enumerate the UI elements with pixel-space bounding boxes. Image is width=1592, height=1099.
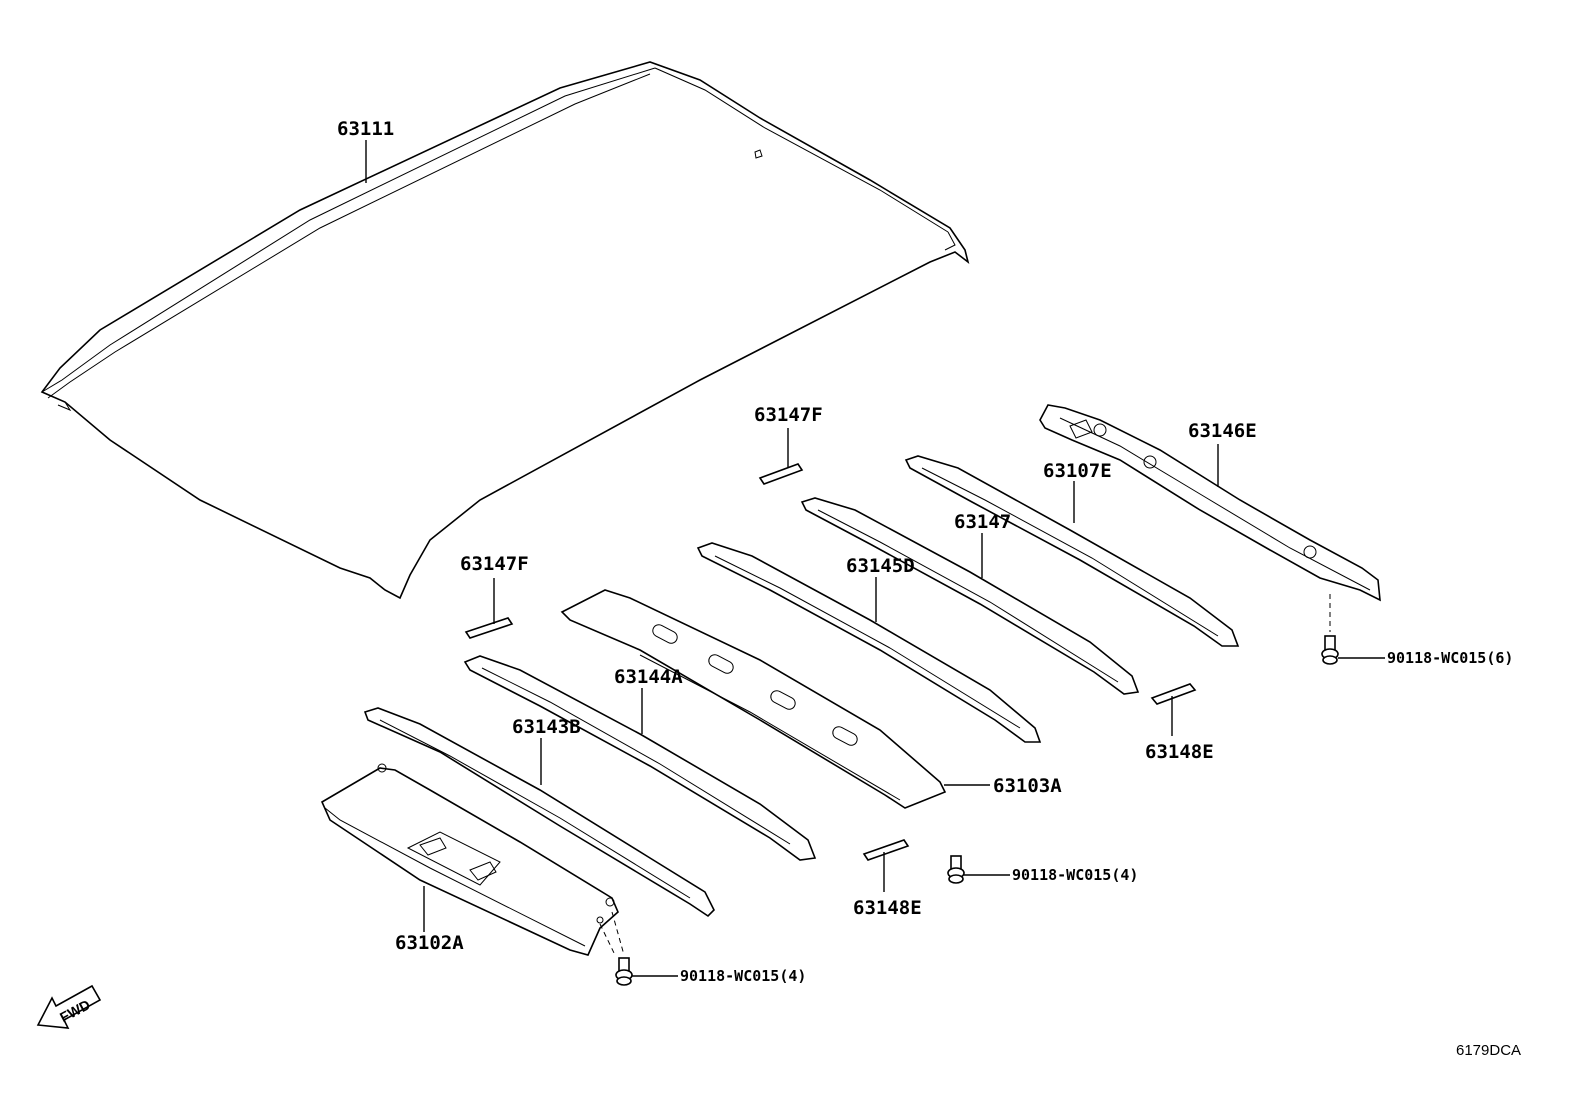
label-63147f-upper: 63147F [754, 404, 823, 426]
label-bolt-rear: 90118-WC015(6) [1387, 649, 1513, 667]
roof-bow-63144a[interactable] [463, 655, 817, 861]
label-63102a: 63102A [395, 932, 464, 954]
label-63103a: 63103A [993, 775, 1062, 797]
center-reinforcement[interactable] [560, 589, 947, 809]
bolt-front[interactable] [599, 911, 633, 986]
label-63144a: 63144A [614, 666, 683, 688]
bolt-center[interactable] [947, 855, 965, 884]
pad-63147f-upper[interactable] [758, 463, 804, 485]
roof-bow-63143b[interactable] [363, 707, 715, 918]
roof-panel[interactable] [40, 61, 970, 600]
rear-header[interactable] [1039, 404, 1381, 602]
label-63147f-lower: 63147F [460, 553, 529, 575]
label-63111: 63111 [337, 118, 394, 140]
label-63146e: 63146E [1188, 420, 1257, 442]
label-63143b: 63143B [512, 716, 581, 738]
front-header-panel[interactable] [320, 763, 619, 956]
spacer-63148e-center[interactable] [862, 839, 910, 861]
pad-63147f-lower[interactable] [464, 617, 514, 639]
roof-bow-63147[interactable] [800, 497, 1140, 695]
drawing-code: 6179DCA [1456, 1042, 1521, 1059]
label-63147: 63147 [954, 511, 1011, 533]
spacer-63148e-right[interactable] [1150, 683, 1197, 705]
label-63148e-center: 63148E [853, 897, 922, 919]
fwd-arrow-icon: FWD [36, 984, 102, 1029]
roof-bow-63107e[interactable] [904, 455, 1240, 647]
label-bolt-front: 90118-WC015(4) [680, 967, 806, 985]
label-63145d: 63145D [846, 555, 915, 577]
bolt-rear[interactable] [1321, 594, 1339, 665]
label-63107e: 63107E [1043, 460, 1112, 482]
roof-bow-63145d[interactable] [696, 542, 1042, 743]
label-bolt-center: 90118-WC015(4) [1012, 866, 1138, 884]
label-63148e-right: 63148E [1145, 741, 1214, 763]
